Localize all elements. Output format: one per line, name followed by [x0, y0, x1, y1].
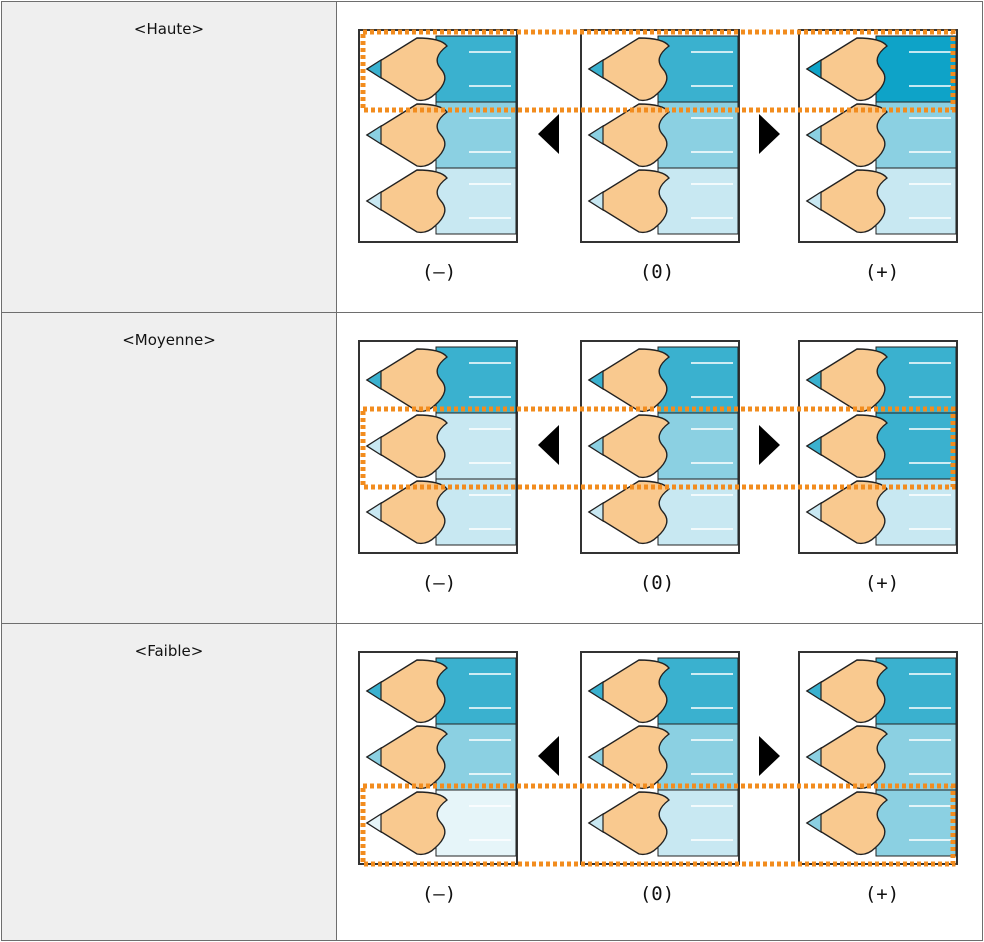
- pencil-column: [798, 29, 958, 243]
- figure-cell: (–) (0) (+): [337, 313, 983, 623]
- pencil: [805, 346, 957, 414]
- pencil: [587, 789, 739, 857]
- pencil-column: [358, 651, 518, 865]
- row-faible: <Faible> (–) (0) (+): [1, 624, 983, 941]
- caption-zero: (0): [640, 572, 674, 594]
- pencil: [365, 101, 517, 169]
- caption-minus: (–): [422, 572, 456, 594]
- pencil: [587, 478, 739, 546]
- pencil: [365, 412, 517, 480]
- highlight-box: [360, 29, 956, 113]
- pencil-column: [580, 340, 740, 554]
- caption-plus: (+): [865, 261, 899, 283]
- pencil: [365, 478, 517, 546]
- row-label: <Moyenne>: [1, 313, 337, 623]
- figure-cell: (–) (0) (+): [337, 624, 983, 940]
- pencil: [587, 35, 739, 103]
- decrease-arrow-icon: [538, 736, 559, 776]
- decrease-arrow-icon: [538, 425, 559, 465]
- pencil-column: [580, 651, 740, 865]
- pencil-column: [580, 29, 740, 243]
- caption-zero: (0): [640, 261, 674, 283]
- pencil: [805, 35, 957, 103]
- pencil: [587, 346, 739, 414]
- pencil-column: [358, 340, 518, 554]
- caption-zero: (0): [640, 883, 674, 905]
- pencil: [365, 789, 517, 857]
- decrease-arrow-icon: [538, 114, 559, 154]
- pencil: [587, 723, 739, 791]
- increase-arrow-icon: [759, 736, 780, 776]
- increase-arrow-icon: [759, 114, 780, 154]
- pencil-column: [358, 29, 518, 243]
- pencil-column: [798, 651, 958, 865]
- caption-plus: (+): [865, 883, 899, 905]
- pencil: [805, 723, 957, 791]
- row-label: <Haute>: [1, 2, 337, 312]
- pencil: [805, 101, 957, 169]
- row-moyenne: <Moyenne> (–) (0) (+): [1, 313, 983, 624]
- pencil: [805, 412, 957, 480]
- caption-minus: (–): [422, 261, 456, 283]
- pencil: [587, 657, 739, 725]
- pencil: [365, 657, 517, 725]
- pencil: [587, 412, 739, 480]
- pencil: [805, 478, 957, 546]
- caption-minus: (–): [422, 883, 456, 905]
- figure-cell: (–) (0) (+): [337, 2, 983, 312]
- pencil-figure: (–) (0) (+): [358, 340, 958, 594]
- pencil-figure: (–) (0) (+): [358, 29, 958, 283]
- pencil: [805, 789, 957, 857]
- highlight-box: [360, 406, 956, 490]
- caption-plus: (+): [865, 572, 899, 594]
- pencil: [805, 167, 957, 235]
- row-haute: <Haute> (–) (0) (+): [1, 1, 983, 313]
- pencil: [587, 167, 739, 235]
- pencil-column: [798, 340, 958, 554]
- highlight-box: [360, 783, 956, 867]
- row-label: <Faible>: [1, 624, 337, 940]
- pencil: [365, 35, 517, 103]
- pencil: [805, 657, 957, 725]
- pencil: [365, 723, 517, 791]
- pencil: [365, 167, 517, 235]
- pencil: [587, 101, 739, 169]
- increase-arrow-icon: [759, 425, 780, 465]
- pencil-figure: (–) (0) (+): [358, 651, 958, 905]
